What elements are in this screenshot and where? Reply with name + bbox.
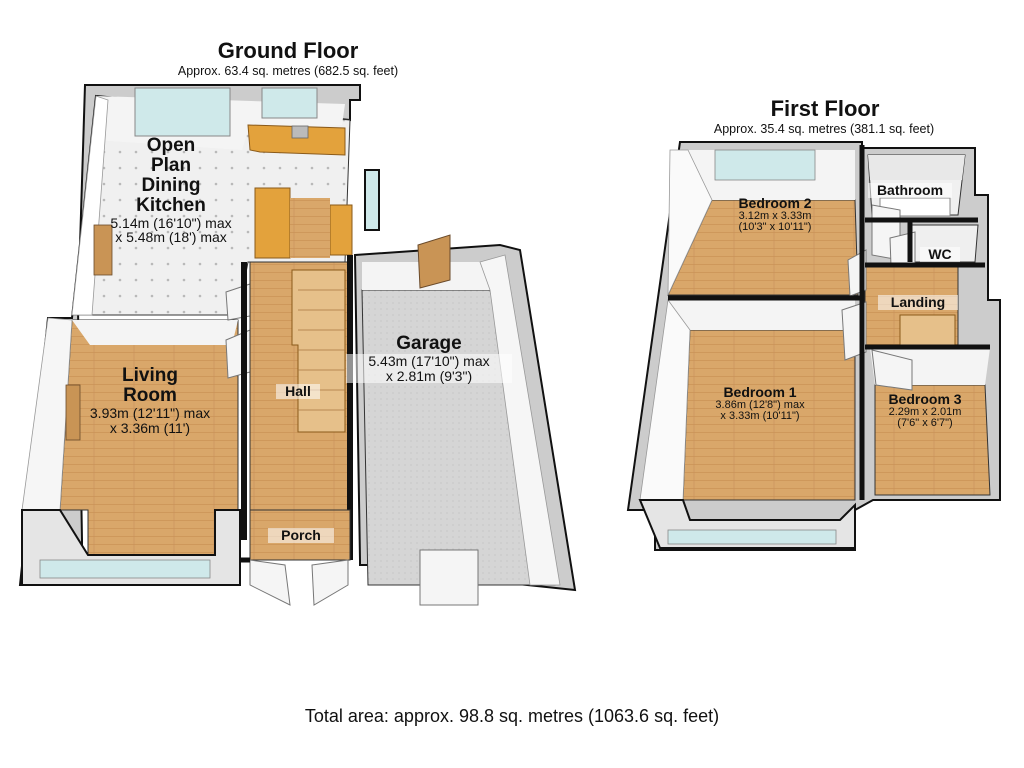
bathroom-label: Bathroom <box>868 183 952 198</box>
kitchen-window <box>134 87 231 137</box>
bedroom-3-name: Bedroom 3 <box>888 391 962 407</box>
first-floor-plan <box>626 141 1001 551</box>
bedroom-1-dimension-1: 3.86m (12'8") max <box>715 398 805 411</box>
hall-label: Hall <box>276 384 320 399</box>
sink-icon <box>291 125 309 139</box>
bedroom-1-back-wall <box>668 300 855 330</box>
bedroom-3-label: Bedroom 3 2.29m x 2.01m (7'6" x 6'7") <box>875 392 975 430</box>
kitchen-side-unit <box>93 224 113 276</box>
ground-floor-area: Approx. 63.4 sq. metres (682.5 sq. feet) <box>177 64 399 78</box>
kitchen-name-line-4: Kitchen <box>136 194 206 216</box>
kitchen-floor-wood <box>290 198 330 258</box>
living-room-dimension-1: 3.93m (12'11") max <box>89 404 211 421</box>
kitchen-left-wall <box>71 95 109 316</box>
garage-front-door <box>419 549 479 606</box>
bedroom-3-dimension-1: 2.29m x 2.01m <box>888 405 962 418</box>
first-floor-area: Approx. 35.4 sq. metres (381.1 sq. feet) <box>713 122 935 136</box>
living-room-dimension-2: x 3.36m (11') <box>109 419 191 436</box>
first-floor-internal-walls <box>668 145 990 500</box>
kitchen-counter <box>247 124 346 156</box>
garage-name: Garage <box>396 333 462 354</box>
garage-label: Garage 5.43m (17'10") max x 2.81m (9'3") <box>346 333 512 384</box>
living-room-name-line-1: Living <box>122 365 178 386</box>
living-room-name-line-2: Room <box>123 384 177 406</box>
bedroom-3-dimension-2: (7'6" x 6'7") <box>897 417 953 430</box>
kitchen-dimension-1: 5.14m (16'10") max <box>110 214 232 231</box>
bedroom-2-label: Bedroom 2 3.12m x 3.33m (10'3" x 10'11") <box>720 196 830 234</box>
kitchen-side-window <box>364 169 380 231</box>
bathroom-name: Bathroom <box>868 183 952 198</box>
kitchen-counter-2 <box>254 187 291 259</box>
bedroom-2-name: Bedroom 2 <box>738 195 812 211</box>
bedroom-1-name: Bedroom 1 <box>723 384 797 400</box>
kitchen-window-2 <box>261 87 318 119</box>
bedroom-1-label: Bedroom 1 3.86m (12'8") max x 3.33m (10'… <box>700 385 820 423</box>
kitchen-counter-3 <box>329 204 353 256</box>
bedroom-2-left-wall <box>667 149 713 296</box>
bedroom-1-dimension-2: x 3.33m (10'11") <box>720 410 800 423</box>
kitchen-name-line-3: Dining <box>141 174 201 196</box>
garage-dimension-2: x 2.81m (9'3") <box>346 368 512 384</box>
bathroom-wall <box>868 155 965 180</box>
kitchen-name-line-1: Open <box>146 135 196 156</box>
kitchen-label: Open Plan Dining Kitchen 5.14m (16'10") … <box>96 136 246 245</box>
garage-side-door <box>417 234 451 289</box>
kitchen-dimension-2: x 5.48m (18') max <box>115 229 227 246</box>
garage-right-wall <box>479 254 561 586</box>
porch-name: Porch <box>268 528 334 543</box>
kitchen-name-line-2: Plan <box>150 154 192 176</box>
bedroom-2-dimension-1: 3.12m x 3.33m <box>738 209 812 222</box>
porch-door-right <box>311 559 349 606</box>
landing-stairs <box>899 314 956 346</box>
wc-name: WC <box>920 247 960 262</box>
bedroom-2-window <box>714 149 816 181</box>
living-room-floor <box>59 319 239 556</box>
bedroom-2-dimension-2: (10'3" x 10'11") <box>738 221 812 234</box>
bay-window-glass <box>39 559 211 579</box>
living-room-label: Living Room 3.93m (12'11") max x 3.36m (… <box>75 366 225 435</box>
bedroom-3-door <box>871 349 913 391</box>
first-floor-title: First Floor <box>770 96 880 121</box>
ground-floor-plan <box>18 84 577 606</box>
staircase <box>291 269 346 433</box>
living-room-back-wall <box>72 320 238 345</box>
total-area: Total area: approx. 98.8 sq. metres (106… <box>304 706 720 726</box>
fireplace <box>65 384 81 441</box>
garage-dimension-1: 5.43m (17'10") max <box>346 354 512 369</box>
porch-door-left <box>249 559 291 606</box>
ground-floor-title: Ground Floor <box>217 38 359 63</box>
landing-name: Landing <box>878 295 958 310</box>
bedroom-1-window <box>667 529 837 545</box>
landing-label: Landing <box>878 295 958 310</box>
wc-label: WC <box>920 247 960 262</box>
hall-name: Hall <box>276 384 320 399</box>
porch-label: Porch <box>268 528 334 543</box>
